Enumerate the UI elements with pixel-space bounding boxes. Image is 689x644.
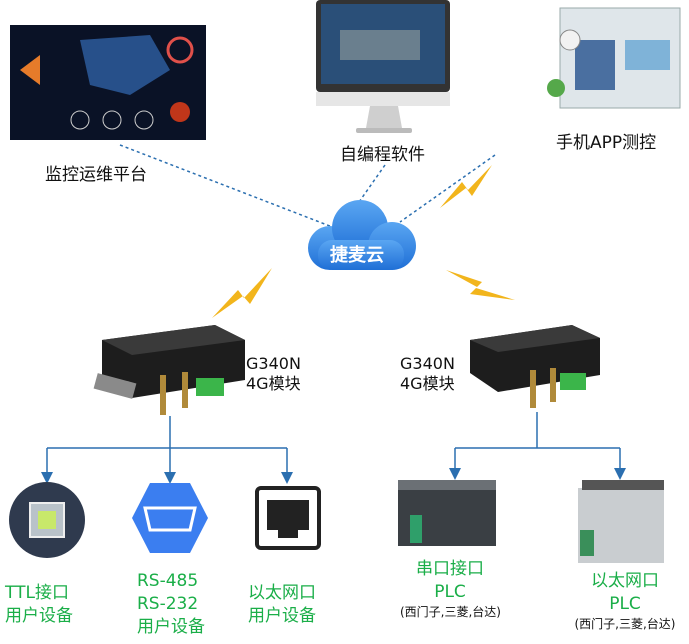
lightning-icon bbox=[440, 165, 492, 208]
cloud-icon bbox=[308, 200, 416, 270]
device-line: 以太网口 bbox=[248, 583, 316, 603]
monitor-image bbox=[316, 0, 450, 133]
device-line: RS-232 bbox=[137, 594, 199, 614]
device-line: 用户设备 bbox=[248, 606, 316, 626]
module-model: G340N bbox=[246, 354, 301, 373]
device-line: 用户设备 bbox=[5, 606, 73, 626]
link-app-cloud bbox=[399, 154, 496, 223]
cloud-label: 捷麦云 bbox=[330, 245, 384, 266]
label-mobile-app: 手机APP测控 bbox=[556, 133, 657, 153]
device-serial-plc-label: 串口接口 PLC (西门子,三菱,台达) bbox=[400, 558, 501, 620]
lightning-icon bbox=[446, 270, 515, 300]
dashboard-screen-image bbox=[10, 25, 206, 140]
serial-port-icon bbox=[132, 483, 208, 553]
router-g340n-left bbox=[93, 325, 245, 415]
distribution-lines-right bbox=[449, 412, 626, 480]
label-monitor-platform: 监控运维平台 bbox=[45, 165, 147, 185]
device-note: (西门子,三菱,台达) bbox=[400, 605, 501, 619]
device-line: 用户设备 bbox=[137, 617, 205, 637]
mobile-app-image bbox=[547, 7, 681, 109]
plc-serial-image bbox=[398, 480, 496, 546]
label-custom-software: 自编程软件 bbox=[340, 145, 425, 165]
device-serial-label: RS-485 RS-232 用户设备 bbox=[137, 570, 205, 639]
module-type: 4G模块 bbox=[246, 374, 301, 393]
router-g340n-right bbox=[470, 325, 600, 408]
module-type: 4G模块 bbox=[400, 374, 455, 393]
distribution-lines-left bbox=[41, 416, 293, 484]
chip-icon bbox=[9, 482, 85, 558]
device-line: 以太网口 bbox=[591, 571, 659, 591]
device-line: PLC bbox=[434, 582, 466, 602]
module-model: G340N bbox=[400, 354, 455, 373]
device-line: TTL接口 bbox=[5, 583, 69, 603]
device-ethernet-plc-label: 以太网口 PLC (西门子,三菱,台达) bbox=[565, 570, 685, 632]
ethernet-port-icon bbox=[255, 486, 321, 550]
link-platform-cloud bbox=[119, 144, 336, 229]
device-line: RS-485 bbox=[137, 571, 199, 591]
device-line: PLC bbox=[609, 594, 641, 614]
device-ttl-label: TTL接口 用户设备 bbox=[5, 582, 73, 628]
module-label-right: G340N 4G模块 bbox=[400, 354, 455, 394]
device-note: (西门子,三菱,台达) bbox=[574, 617, 676, 631]
device-ethernet-label: 以太网口 用户设备 bbox=[248, 582, 316, 628]
module-label-left: G340N 4G模块 bbox=[246, 354, 301, 394]
device-line: 串口接口 bbox=[416, 559, 484, 579]
plc-ethernet-image bbox=[578, 480, 664, 563]
lightning-icon bbox=[212, 268, 272, 318]
